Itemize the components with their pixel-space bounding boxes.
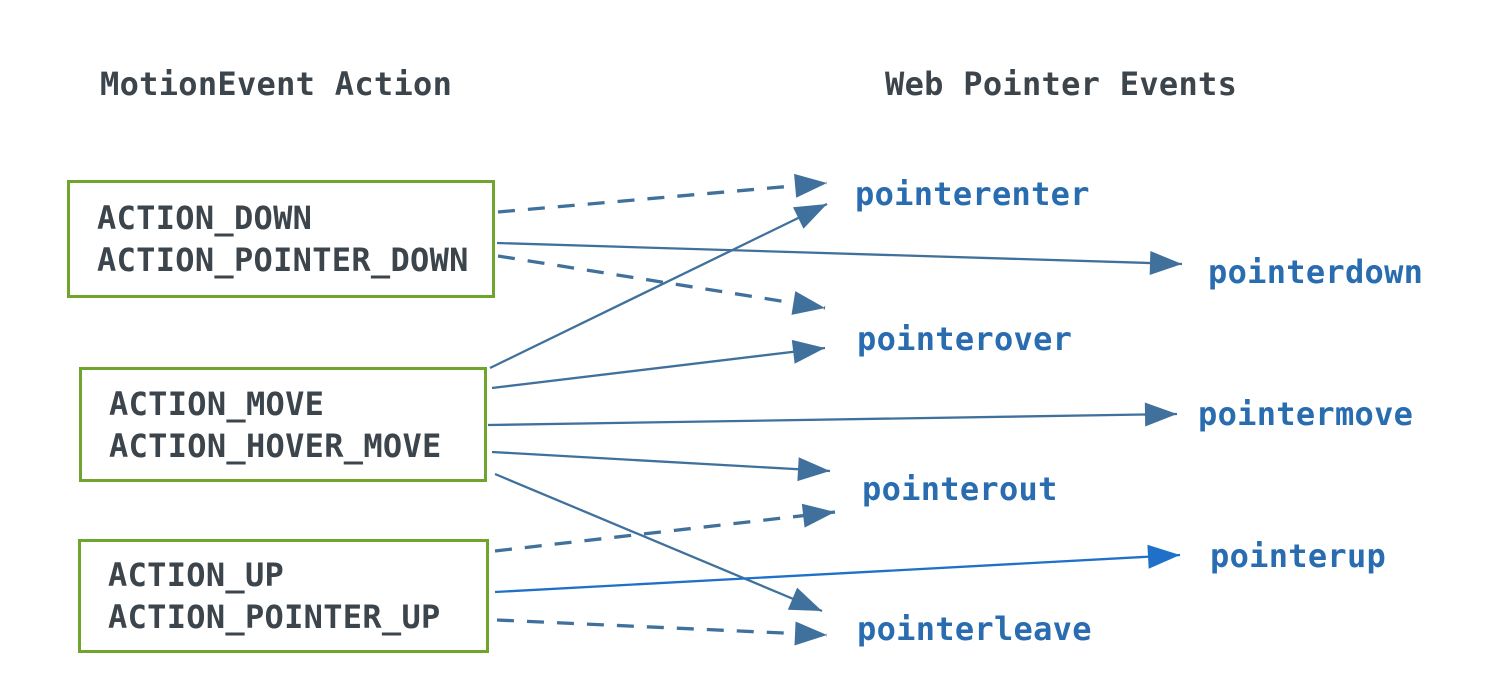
- pointer-event-label-pointerdown: pointerdown: [1208, 253, 1424, 291]
- pointer-event-label-pointermove: pointermove: [1198, 395, 1414, 433]
- pointer-event-label-pointerenter: pointerenter: [855, 175, 1090, 213]
- edge-up-to-pointerleave: [496, 618, 828, 646]
- edge-move-to-pointerover: [491, 339, 826, 390]
- edge-move-to-pointermove: [487, 402, 1178, 427]
- motionevent-action-label: ACTION_POINTER_UP: [108, 598, 441, 636]
- motionevent-action-label: ACTION_POINTER_DOWN: [97, 241, 469, 279]
- motionevent-action-label: ACTION_UP: [108, 556, 285, 594]
- edge-up-to-pointerout: [494, 503, 836, 553]
- column-header-motionevent-action: MotionEvent Action: [100, 65, 453, 103]
- edge-down-to-pointerenter: [497, 173, 828, 214]
- pointer-event-label-pointerout: pointerout: [862, 470, 1058, 508]
- motionevent-action-label: ACTION_MOVE: [109, 384, 325, 423]
- edge-move-to-pointerleave: [494, 472, 823, 613]
- pointer-event-label-pointerleave: pointerleave: [857, 610, 1092, 648]
- motionevent-action-label: ACTION_HOVER_MOVE: [109, 426, 442, 465]
- pointer-event-label-pointerup: pointerup: [1210, 537, 1387, 575]
- motionevent-box-up: ACTION_UP ACTION_POINTER_UP: [78, 539, 489, 653]
- edge-move-to-pointerenter: [489, 202, 828, 370]
- motionevent-action-label: ACTION_DOWN: [97, 199, 313, 237]
- column-header-web-pointer-events: Web Pointer Events: [885, 65, 1238, 103]
- edge-down-to-pointerover: [497, 254, 826, 315]
- pointer-event-label-pointerover: pointerover: [857, 320, 1073, 358]
- edge-down-to-pointerdown: [496, 241, 1183, 276]
- motionevent-box-down: ACTION_DOWN ACTION_POINTER_DOWN: [67, 180, 495, 298]
- edge-move-to-pointerout: [491, 450, 831, 482]
- edge-up-to-pointerup: [494, 544, 1181, 594]
